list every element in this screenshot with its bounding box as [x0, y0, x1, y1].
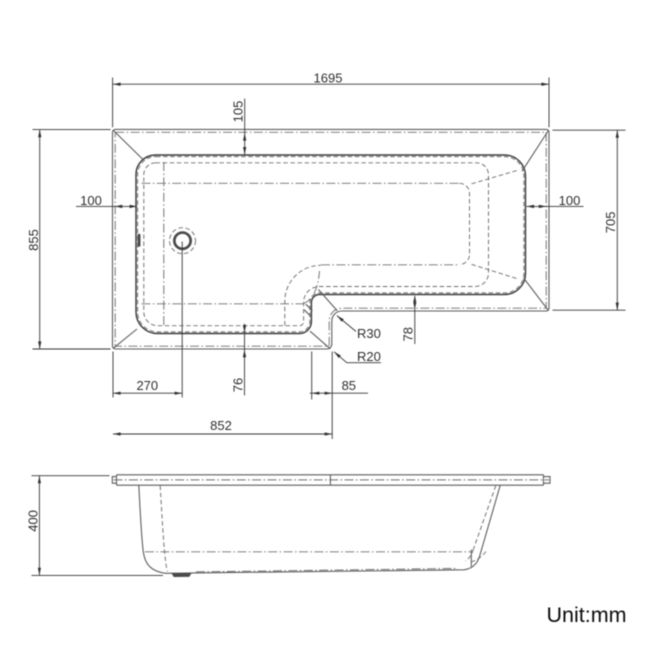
svg-text:R30: R30: [357, 326, 381, 341]
svg-text:100: 100: [80, 193, 102, 208]
svg-text:78: 78: [401, 327, 416, 341]
svg-text:852: 852: [210, 418, 232, 433]
svg-text:76: 76: [231, 378, 246, 392]
svg-text:1695: 1695: [314, 70, 343, 85]
svg-text:100: 100: [559, 193, 581, 208]
svg-text:85: 85: [342, 378, 356, 393]
svg-text:R20: R20: [357, 349, 381, 364]
svg-text:400: 400: [25, 510, 40, 532]
svg-text:Unit:mm: Unit:mm: [547, 603, 627, 627]
svg-text:705: 705: [603, 212, 618, 234]
svg-text:105: 105: [231, 101, 246, 123]
svg-text:270: 270: [136, 378, 158, 393]
svg-text:855: 855: [26, 229, 41, 251]
